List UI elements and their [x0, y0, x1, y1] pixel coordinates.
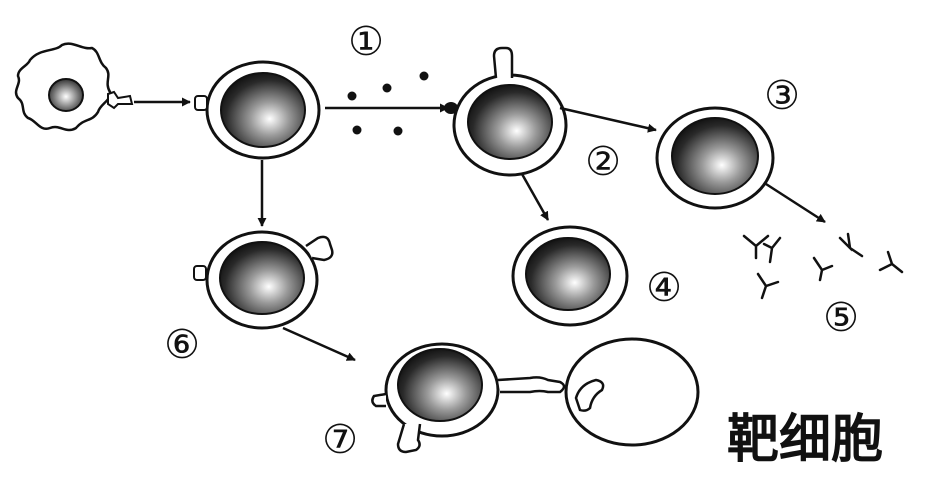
helper-t-cell [195, 62, 319, 158]
label-3: ③ [764, 73, 800, 119]
label-7: ⑦ [322, 417, 358, 463]
b-cell [444, 48, 566, 175]
antibodies [744, 234, 902, 298]
target-cell-caption: 靶细胞 [727, 410, 883, 470]
label-4: ④ [646, 265, 682, 311]
plasma-cell [657, 108, 773, 208]
lymphokine-particles [348, 72, 429, 136]
label-5: ⑤ [823, 295, 859, 341]
antigen-presenting-cell [16, 44, 132, 130]
arrow-to-effector-t-cell [283, 328, 355, 360]
memory-b-cell [513, 227, 627, 325]
arrow-b-to-memory-cell [522, 174, 548, 220]
label-1: ① [348, 19, 384, 65]
effector-t-cell [372, 344, 564, 452]
cytotoxic-t-cell [194, 232, 332, 328]
label-6: ⑥ [164, 322, 200, 368]
arrow-plasma-to-antibodies [766, 184, 825, 222]
label-2: ② [585, 139, 621, 185]
target-cell [566, 339, 698, 445]
arrow-b-to-plasma-cell [560, 108, 656, 130]
